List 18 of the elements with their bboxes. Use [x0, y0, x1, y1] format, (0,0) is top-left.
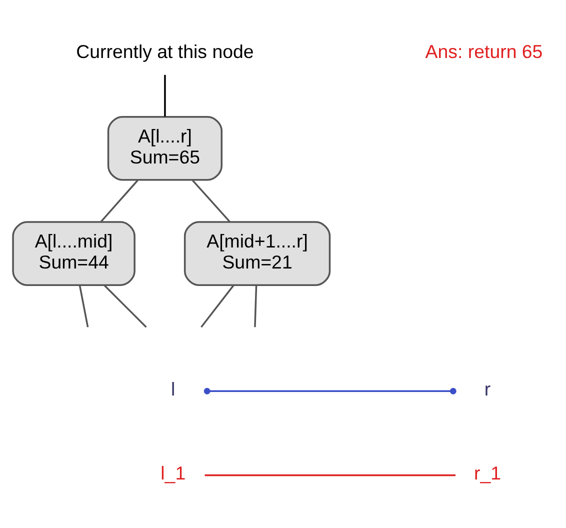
node-text: l_1: [160, 462, 186, 484]
label: Ans: return 65: [425, 40, 543, 62]
node-text: r: [484, 378, 491, 400]
node-box: A[mid+1....r] Sum=21: [184, 220, 331, 286]
node-text: l: [171, 378, 176, 400]
connector: [204, 387, 456, 394]
connector: [104, 284, 147, 328]
connector: [164, 74, 166, 116]
connector: [192, 179, 231, 222]
connector: [204, 474, 456, 476]
connector: [100, 179, 138, 222]
connector: [200, 284, 234, 328]
node-text: Currently at this node: [76, 40, 254, 62]
connector: [78, 284, 89, 327]
node-box: A[l....r] Sum=65: [107, 115, 223, 180]
connector: [254, 284, 258, 327]
node-box: A[l....mid] Sum=44: [12, 220, 136, 286]
node-text: r_1: [474, 462, 502, 484]
